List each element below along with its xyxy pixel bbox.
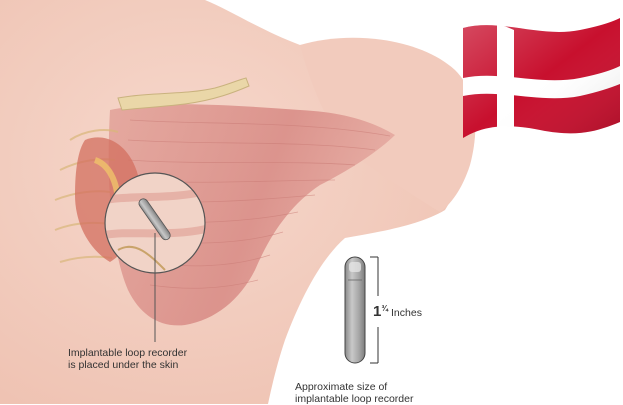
size-caption-line2: implantable loop recorder [295, 393, 413, 405]
denmark-flag-icon [463, 18, 620, 138]
size-reference-device [345, 257, 365, 363]
size-caption-line1: Approximate size of [295, 381, 413, 393]
recorder-caption-line1: Implantable loop recorder [68, 347, 187, 359]
recorder-caption-line2: is placed under the skin [68, 359, 187, 371]
measurement-unit: Inches [391, 307, 422, 319]
recorder-caption: Implantable loop recorder is placed unde… [68, 347, 187, 371]
size-caption: Approximate size of implantable loop rec… [295, 381, 413, 405]
measurement-fraction: ¾ [381, 304, 388, 313]
